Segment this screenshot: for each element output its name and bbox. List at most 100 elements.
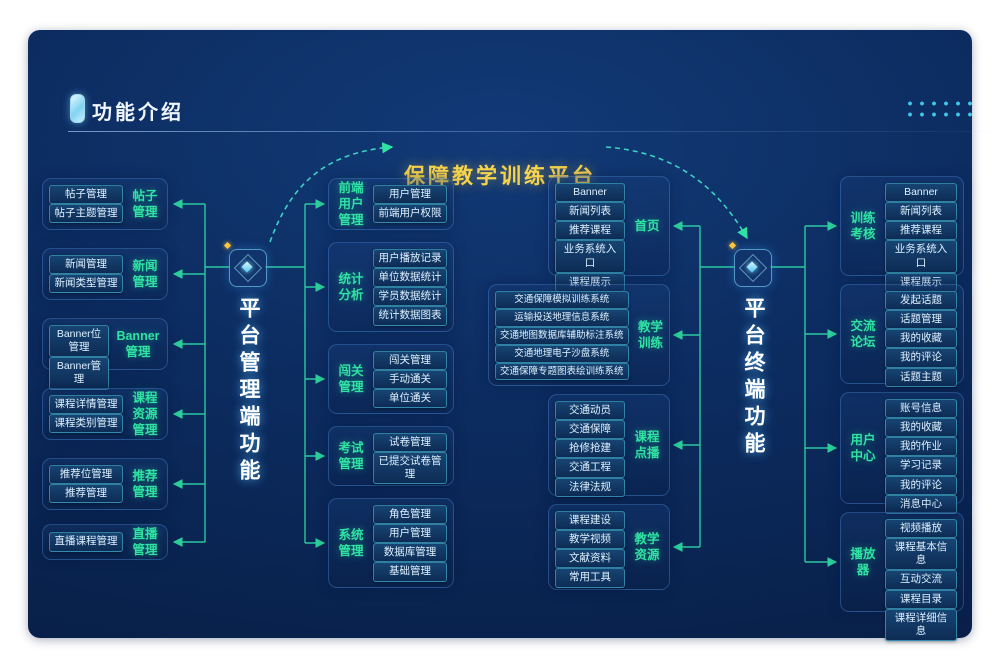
node-item: 运输投送地理信息系统 xyxy=(495,308,629,327)
node-item: 交通保障专题图表绘训练系统 xyxy=(495,362,629,381)
node-item: 闯关管理 xyxy=(373,351,447,371)
group-label: 交流论坛 xyxy=(850,318,876,349)
header-divider xyxy=(68,131,990,132)
group-label: 推荐管理 xyxy=(132,468,158,499)
group-teaching-resources: 课程建设 教学视频 文献资料 常用工具 教学资源 xyxy=(548,504,670,590)
node-item: 课程展示 xyxy=(555,272,625,292)
group-label: 用户中心 xyxy=(850,432,876,463)
diamond-icon xyxy=(229,249,267,287)
node-item: 业务系统入口 xyxy=(555,240,625,273)
group-label: 首页 xyxy=(634,218,660,233)
node-item: 学习记录 xyxy=(885,456,957,476)
group-label: 系统管理 xyxy=(338,527,364,558)
node-item: 消息中心 xyxy=(885,494,957,514)
node-item: 推荐管理 xyxy=(49,484,123,504)
hub-platform-terminal: 平台终端功能 xyxy=(734,249,772,459)
node-item: 角色管理 xyxy=(373,505,447,525)
group-teaching-training: 交通保障模拟训练系统 运输投送地理信息系统 交通地图数据库辅助标注系统 交通地理… xyxy=(488,284,670,386)
node-item: 推荐课程 xyxy=(555,221,625,241)
node-item: 单位数据统计 xyxy=(373,268,447,288)
node-item: 交通地图数据库辅助标注系统 xyxy=(495,326,629,345)
node-item: 互动交流 xyxy=(885,570,957,590)
group-levels: 闯关管理 闯关管理 手动通关 单位通关 xyxy=(328,344,454,414)
spark-decoration xyxy=(728,241,737,250)
node-item: 已提交试卷管理 xyxy=(373,452,447,485)
node-item: 视频播放 xyxy=(885,519,957,539)
node-item: 手动通关 xyxy=(373,370,447,390)
node-item: 课程详情管理 xyxy=(49,395,123,415)
group-news: 新闻管理 新闻类型管理 新闻管理 xyxy=(42,248,168,300)
group-exams: 考试管理 试卷管理 已提交试卷管理 xyxy=(328,426,454,486)
node-item: 数据库管理 xyxy=(373,543,447,563)
node-item: 新闻列表 xyxy=(555,202,625,222)
node-item: 课程展示 xyxy=(885,272,957,292)
node-item: 帖子主题管理 xyxy=(49,204,123,224)
group-label: 课程资源管理 xyxy=(132,390,158,438)
group-training-assessment: 训练考核 Banner 新闻列表 推荐课程 业务系统入口 课程展示 xyxy=(840,176,964,292)
group-label: 播放器 xyxy=(850,546,876,577)
group-user-center: 用户中心 账号信息 我的收藏 我的作业 学习记录 我的评论 消息中心 xyxy=(840,392,964,514)
node-item: 用户管理 xyxy=(373,185,447,205)
node-item: 交通动员 xyxy=(555,401,625,421)
node-item: 新闻列表 xyxy=(885,202,957,222)
node-item: 我的收藏 xyxy=(885,329,957,349)
hub-right-label: 平台终端功能 xyxy=(742,297,765,459)
dot-pattern-decoration xyxy=(904,98,978,120)
node-item: 我的作业 xyxy=(885,437,957,457)
node-item: 课程目录 xyxy=(885,589,957,609)
node-item: Banner位管理 xyxy=(49,325,109,358)
node-item: 业务系统入口 xyxy=(885,240,957,273)
group-course-resources: 课程详情管理 课程类别管理 课程资源管理 xyxy=(42,388,168,440)
node-item: 用户播放记录 xyxy=(373,249,447,269)
node-item: 账号信息 xyxy=(885,399,957,419)
group-recommend: 推荐位管理 推荐管理 推荐管理 xyxy=(42,458,168,510)
group-label: 新闻管理 xyxy=(132,258,158,289)
group-statistics: 统计分析 用户播放记录 单位数据统计 学员数据统计 统计数据图表 xyxy=(328,242,454,332)
node-item: 交通保障模拟训练系统 xyxy=(495,291,629,309)
node-item: 直播课程管理 xyxy=(49,532,123,552)
page-title: 功能介绍 xyxy=(92,102,184,124)
group-posts: 帖子管理 帖子主题管理 帖子管理 xyxy=(42,178,168,230)
group-home: Banner 新闻列表 推荐课程 业务系统入口 课程展示 首页 xyxy=(548,176,670,292)
group-label: Banner管理 xyxy=(116,328,160,359)
node-item: 前端用户权限 xyxy=(373,204,447,224)
node-item: 新闻管理 xyxy=(49,255,123,275)
node-item: 我的评论 xyxy=(885,475,957,495)
node-item: 我的收藏 xyxy=(885,418,957,438)
node-item: 新闻类型管理 xyxy=(49,274,123,294)
node-item: 统计数据图表 xyxy=(373,306,447,326)
node-item: 发起话题 xyxy=(885,291,957,311)
node-item: 文献资料 xyxy=(555,549,625,569)
node-item: 帖子管理 xyxy=(49,185,123,205)
node-item: 教学视频 xyxy=(555,530,625,550)
group-label: 统计分析 xyxy=(338,271,364,302)
node-item: 基础管理 xyxy=(373,562,447,582)
hub-left-label: 平台管理端功能 xyxy=(237,297,260,486)
group-label: 训练考核 xyxy=(850,210,876,241)
node-item: 抢修抢建 xyxy=(555,439,625,459)
group-system: 系统管理 角色管理 用户管理 数据库管理 基础管理 xyxy=(328,498,454,588)
group-banner: Banner位管理 Banner管理 Banner管理 xyxy=(42,318,168,390)
group-player: 播放器 视频播放 课程基本信息 互动交流 课程目录 课程详细信息 xyxy=(840,512,964,641)
node-item: 课程建设 xyxy=(555,511,625,531)
node-item: 交通地理电子沙盘系统 xyxy=(495,344,629,363)
group-forum: 交流论坛 发起话题 话题管理 我的收藏 我的评论 话题主题 xyxy=(840,284,964,387)
group-label: 课程点播 xyxy=(634,429,660,460)
group-frontend-users: 前端用户管理 用户管理 前端用户权限 xyxy=(328,178,454,230)
node-item: 常用工具 xyxy=(555,568,625,588)
node-item: 单位通关 xyxy=(373,389,447,409)
node-item: 推荐位管理 xyxy=(49,465,123,485)
node-item: Banner xyxy=(555,183,625,203)
node-item: 交通保障 xyxy=(555,420,625,440)
node-item: 推荐课程 xyxy=(885,221,957,241)
group-course-vod: 交通动员 交通保障 抢修抢建 交通工程 法律法规 课程点播 xyxy=(548,394,670,497)
group-label: 考试管理 xyxy=(338,440,364,471)
hub-platform-management: 平台管理端功能 xyxy=(229,249,267,486)
group-label: 直播管理 xyxy=(132,526,158,557)
node-item: Banner管理 xyxy=(49,357,109,390)
node-item: 交通工程 xyxy=(555,458,625,478)
node-item: 试卷管理 xyxy=(373,433,447,453)
node-item: 学员数据统计 xyxy=(373,287,447,307)
spark-decoration xyxy=(223,241,232,250)
